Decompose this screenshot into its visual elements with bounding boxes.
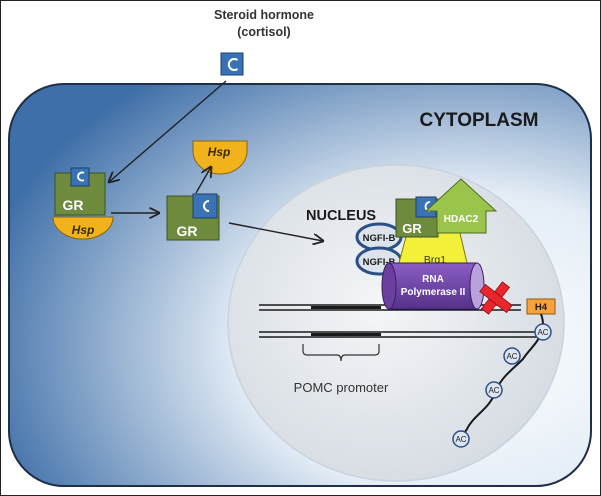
arrow-gr-to-nucleus xyxy=(228,222,323,241)
block-cross-icon xyxy=(479,281,513,315)
bound-hormone-1-icon xyxy=(70,167,90,187)
arrow-hsp-release xyxy=(195,167,211,194)
hsp-label-1: Hsp xyxy=(72,223,95,237)
acetyl-group-3: AC xyxy=(485,381,503,399)
polymerase-label-line2: Polymerase II xyxy=(401,287,466,298)
hsp-label-2: Hsp xyxy=(208,145,231,159)
hormone-title-line2: (cortisol) xyxy=(237,25,290,39)
nucleus-label: NUCLEUS xyxy=(306,208,376,224)
nuclear-gr: GR xyxy=(395,196,439,238)
activated-gr: GR xyxy=(166,193,220,241)
arrow-hormone-entry xyxy=(109,80,227,182)
promoter-label: POMC promoter xyxy=(294,380,389,395)
cytoplasm-label: CYTOPLASM xyxy=(420,110,539,131)
svg-text:AC: AC xyxy=(506,352,517,361)
ngfi-b-label-1: NGFI-B xyxy=(363,233,396,244)
hdac2-label: HDAC2 xyxy=(444,214,479,225)
gr-hsp-complex: GR Hsp xyxy=(52,167,114,240)
acetyl-group-1: AC xyxy=(534,323,552,341)
hsp-chaperone-1 xyxy=(52,216,114,240)
acetyl-group-2: AC xyxy=(503,347,521,365)
dna-strands xyxy=(259,304,549,338)
gr-label-1: GR xyxy=(63,197,84,213)
svg-text:AC: AC xyxy=(455,435,466,444)
gr-label-3: GR xyxy=(402,221,422,236)
rna-polymerase-ii: RNA Polymerase II xyxy=(381,262,485,310)
promoter-brace xyxy=(302,344,380,362)
nucleus xyxy=(227,164,565,482)
free-hormone-icon xyxy=(220,52,244,76)
ngfi-b-label-2: NGFI-B xyxy=(363,257,396,268)
hormone-title-line1: Steroid hormone xyxy=(214,8,314,22)
polymerase-label-line1: RNA xyxy=(422,274,444,285)
svg-text:AC: AC xyxy=(488,386,499,395)
gr-label-2: GR xyxy=(177,223,198,239)
hdac2-protein xyxy=(424,178,498,234)
svg-text:AC: AC xyxy=(537,328,548,337)
h4-label: H4 xyxy=(535,302,548,313)
acetyl-group-4: AC xyxy=(452,430,470,448)
